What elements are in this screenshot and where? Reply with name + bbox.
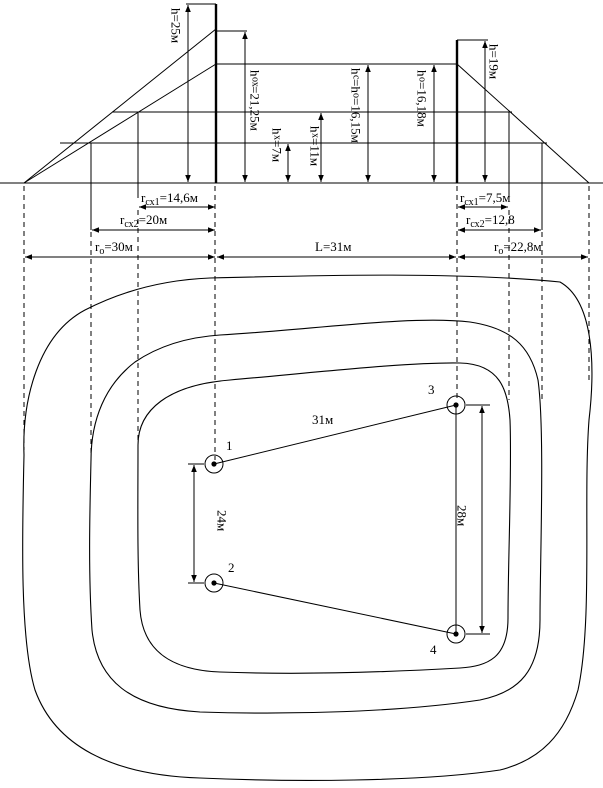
label-31m: 31м xyxy=(312,412,333,427)
edge-1-3 xyxy=(213,404,457,465)
zone-outer-r0 xyxy=(22,274,593,781)
plan-view: 24м 28м 31м 1 2 3 4 xyxy=(22,274,593,781)
label-mast-1: 1 xyxy=(226,438,233,453)
label-mast-4: 4 xyxy=(430,642,437,657)
mast-2: 2 xyxy=(204,560,235,593)
label-mast-3: 3 xyxy=(428,382,435,397)
label-l-ro: ro=30м xyxy=(95,239,133,257)
label-r-rcx2: rсх2=12,8 xyxy=(466,212,515,230)
label-24m: 24м xyxy=(215,510,230,531)
label-r-ro: ro=22,8м xyxy=(494,239,542,257)
label-h19: h=19м xyxy=(487,44,502,79)
mast-1: 1 xyxy=(204,438,233,474)
mast-3: 3 xyxy=(428,382,466,415)
mast-4: 4 xyxy=(430,624,466,657)
left-cone-outer xyxy=(23,28,217,184)
projection-lines xyxy=(23,186,590,460)
right-cone xyxy=(456,63,590,184)
label-28m: 28м xyxy=(455,505,470,526)
edge-2-4 xyxy=(213,582,457,635)
label-mast-2: 2 xyxy=(228,560,235,575)
zone-inner-rcx1 xyxy=(137,362,512,674)
radius-dimensions: rсх1=14,6м rсх2=20м ro=30м L=31м rсх1=7,… xyxy=(25,190,588,260)
label-r-rcx1: rсх1=7,5м xyxy=(460,190,510,208)
label-h25: h=25м xyxy=(169,8,184,43)
zone-middle-rcx2 xyxy=(89,319,543,714)
label-L: L=31м xyxy=(315,239,352,254)
label-l-rcx1: rсх1=14,6м xyxy=(141,190,198,208)
label-l-rcx2: rсх2=20м xyxy=(120,212,167,230)
left-cone-inner xyxy=(23,63,217,184)
